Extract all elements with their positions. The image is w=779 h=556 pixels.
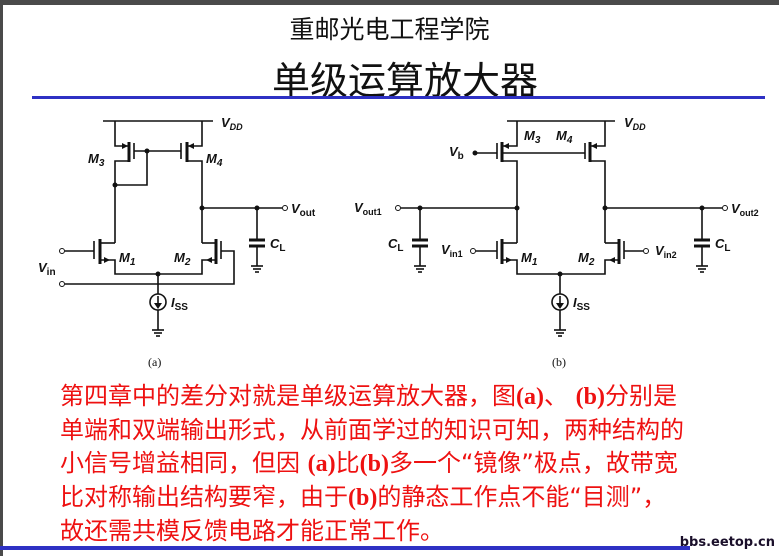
circuit-b: VDD M3 M4 Vb Vout1 Vout2 CL CL Vin1 Vin2… [354, 115, 759, 369]
label-vin1: Vin1 [441, 242, 463, 259]
label-vout1: Vout1 [354, 200, 382, 217]
label-vin2: Vin2 [655, 243, 677, 260]
label-m3: M3 [88, 151, 105, 169]
body-line-5: 故还需共模反馈电路才能正常工作。 [60, 517, 444, 545]
label-m1-b: M1 [521, 250, 538, 268]
label-m4-b: M4 [556, 128, 573, 146]
label-cl: CL [270, 236, 286, 254]
label-vout2: Vout2 [731, 201, 759, 218]
label-m2: M2 [174, 250, 191, 268]
label-vout: Vout [291, 201, 316, 219]
title-divider [32, 96, 765, 99]
label-iss: ISS [171, 295, 188, 313]
caption-a: (a) [148, 355, 161, 369]
label-m1: M1 [119, 250, 136, 268]
label-cl-right: CL [715, 236, 731, 254]
label-m3-b: M3 [524, 128, 541, 146]
footer-divider [0, 546, 690, 550]
body-line-1: 第四章中的差分对就是单级运算放大器，图(a)、 (b)分别是 [60, 382, 677, 410]
label-cl-left: CL [388, 236, 404, 254]
body-line-3: 小信号增益相同，但因 (a)比(b)多一个“镜像”极点，故带宽 [60, 449, 678, 477]
label-vdd-b: VDD [624, 115, 646, 132]
circuit-a: VDD M3 M4 Vout CL M1 M2 Vin ISS (a) [38, 115, 316, 369]
body-line-4: 比对称输出结构要窄，由于(b)的静态工作点不能“目测”， [60, 483, 667, 511]
body-line-2: 单端和双端输出形式，从前面学过的知识可知，两种结构的 [60, 416, 684, 444]
label-m4: M4 [206, 151, 223, 169]
caption-b: (b) [552, 355, 566, 369]
label-iss-b: ISS [573, 295, 590, 313]
label-vin: Vin [38, 260, 56, 278]
label-vdd: VDD [221, 115, 243, 132]
label-vb: Vb [449, 144, 464, 162]
school-name: 重邮光电工程学院 [289, 17, 490, 44]
label-m2-b: M2 [578, 250, 595, 268]
watermark: bbs.eetop.cn [679, 535, 775, 550]
body-text: 第四章中的差分对就是单级运算放大器，图(a)、 (b)分别是 单端和双端输出形式… [60, 380, 684, 548]
